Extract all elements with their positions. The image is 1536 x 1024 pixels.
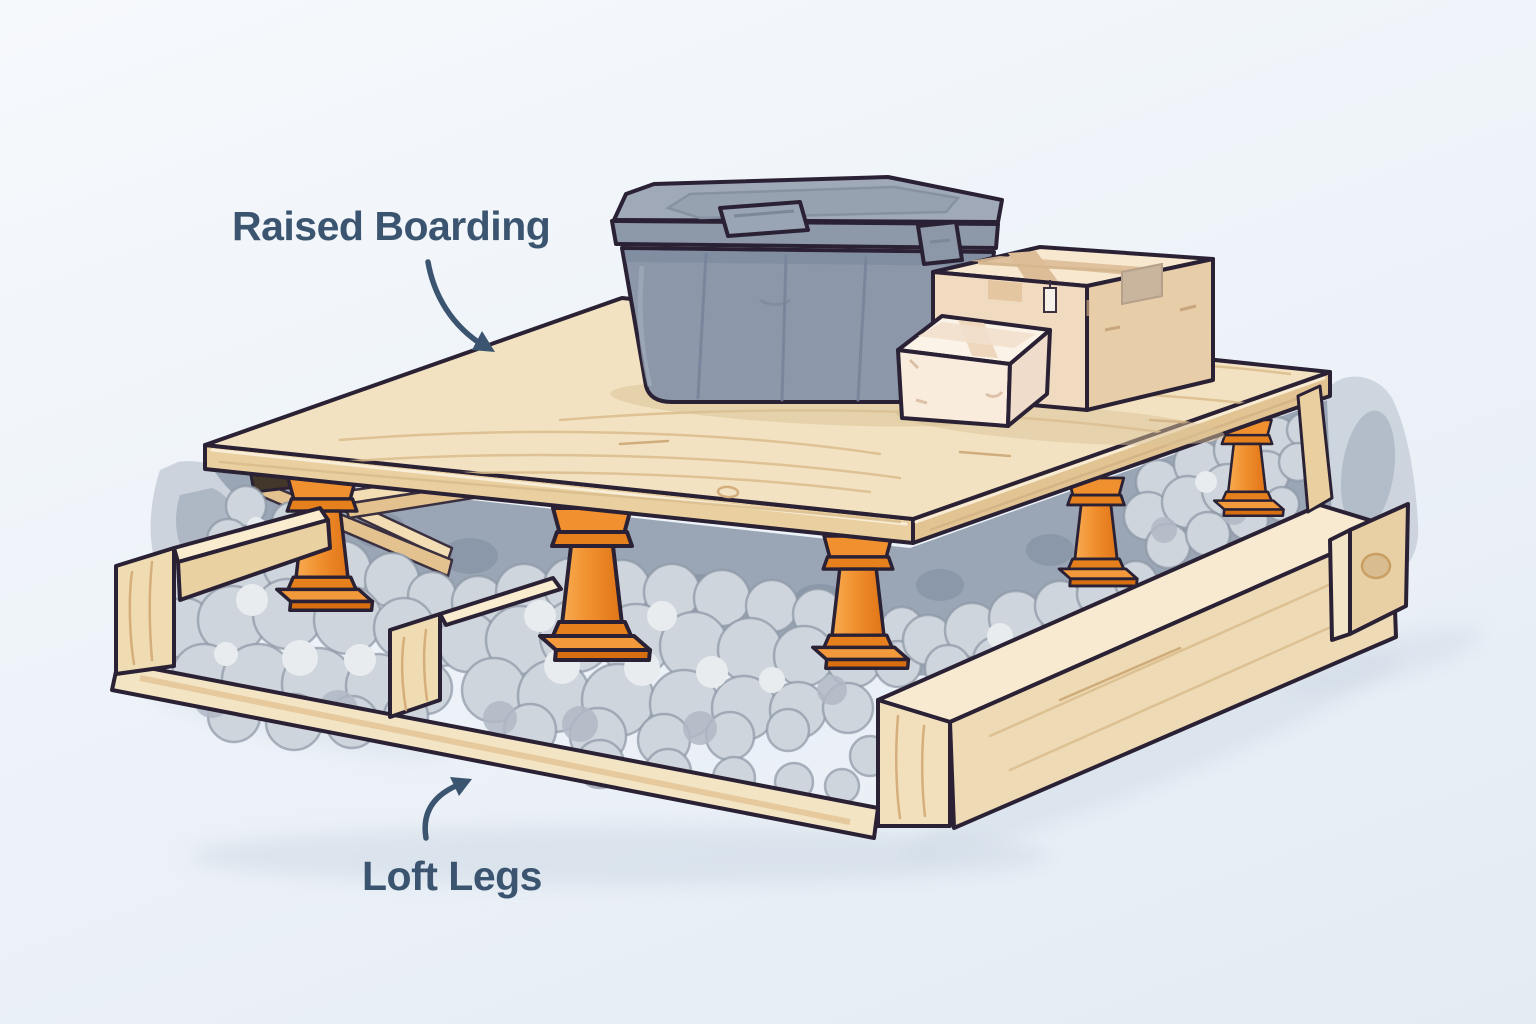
bottom-rail [110,660,880,840]
right-joist [876,503,1398,830]
mid-joist-end [388,576,563,719]
tub-handle [718,200,810,238]
raised-boarding-arrowhead [472,331,495,352]
loft-legs-label: Loft Legs [362,853,542,899]
annotation-raised-boarding: Raised Boarding [232,203,551,352]
large-box-side [1085,257,1215,412]
cardboard-box-small [896,314,1052,428]
loft-legs-arrowhead [450,777,472,796]
tub-lid-rim [610,219,1000,250]
left-joist-end [114,506,332,676]
right-end-block [1328,502,1410,642]
right-frame-strip [1296,384,1334,514]
small-box-front [896,348,1012,428]
tub-clip [916,220,964,266]
small-box-side [1006,328,1052,428]
large-box-tag [1043,287,1057,313]
raised-boarding-label: Raised Boarding [232,203,550,249]
annotation-loft-legs: Loft Legs [362,777,542,899]
loft-legs-arrow [422,782,461,841]
raised-boarding-arrow [425,259,487,349]
joist-frame [110,384,1410,840]
